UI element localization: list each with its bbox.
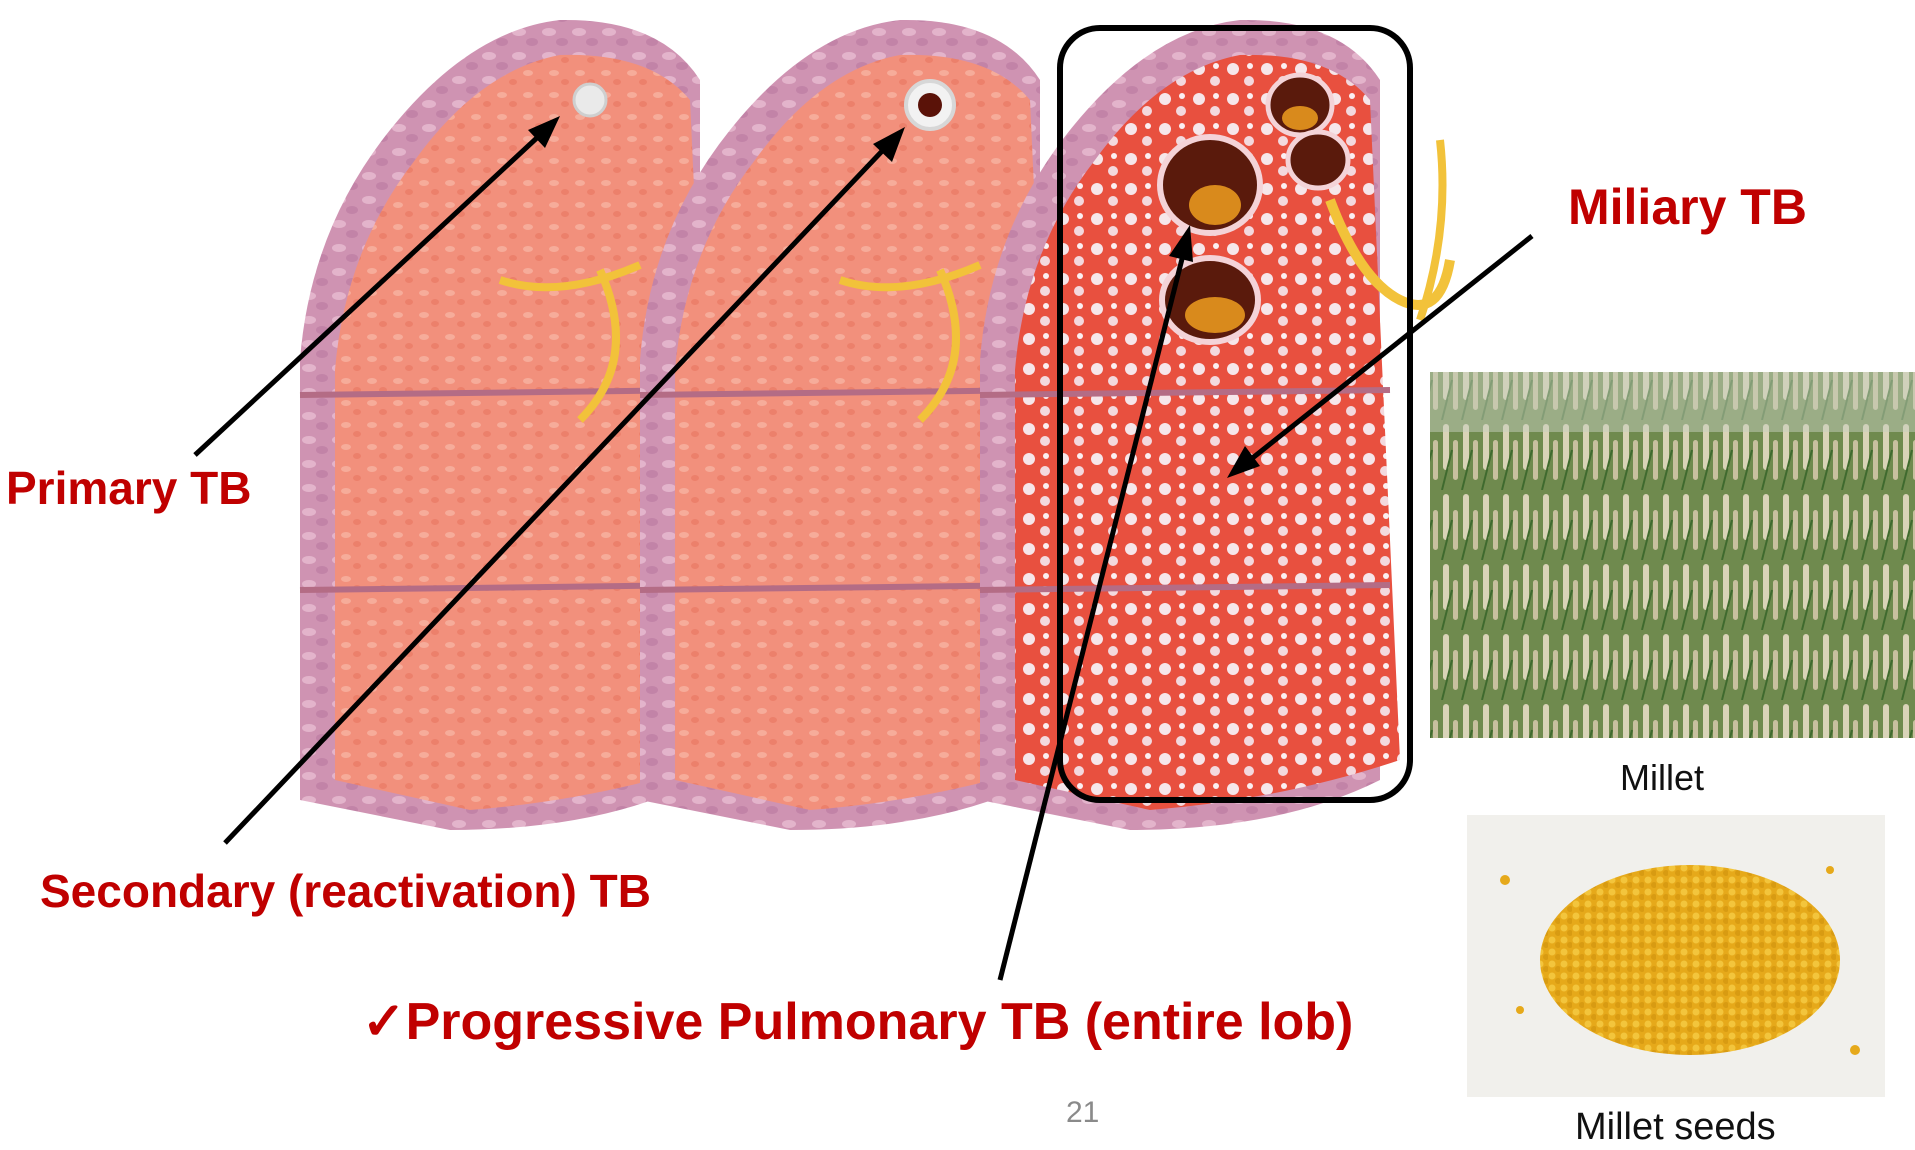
primary-tb-label: Primary TB xyxy=(6,465,251,511)
miliary-tb-label: Miliary TB xyxy=(1568,182,1807,232)
checkmark-icon: ✓ xyxy=(362,993,406,1051)
millet-caption: Millet xyxy=(1620,760,1704,796)
progressive-tb-label: ✓Progressive Pulmonary TB (entire lob) xyxy=(362,996,1353,1048)
secondary-cavity xyxy=(918,93,942,117)
millet-seeds-caption: Millet seeds xyxy=(1575,1108,1776,1146)
lung-progressive xyxy=(980,20,1450,830)
secondary-tb-label: Secondary (reactivation) TB xyxy=(40,868,651,914)
page-number: 21 xyxy=(1066,1098,1099,1128)
progressive-tb-text: Progressive Pulmonary TB (entire lob) xyxy=(406,993,1354,1051)
millet-field-photo xyxy=(1430,372,1915,738)
primary-lesion xyxy=(574,84,606,116)
millet-seeds-photo xyxy=(1467,815,1885,1097)
